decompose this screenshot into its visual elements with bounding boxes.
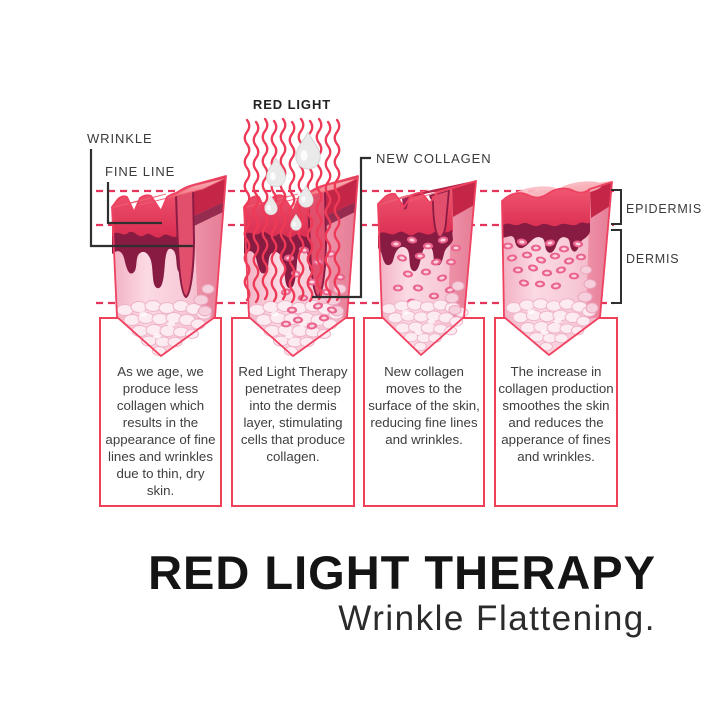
stage-1-text: As we age, we produce less collagen whic… [105, 364, 216, 498]
fine-line-label: FINE LINE [105, 164, 176, 179]
dashed-layer-lines [96, 189, 614, 305]
light-droplets-icon [264, 131, 321, 231]
footer-title-block: RED LIGHT THERAPY Wrinkle Flattening. [40, 548, 656, 639]
stage-box-2: Red Light Therapy penetrates deep into t… [231, 317, 355, 507]
epidermis-bracket [611, 189, 622, 225]
stage-box-1: As we age, we produce less collagen whic… [99, 317, 222, 507]
new-collagen-pointer-line [312, 156, 371, 299]
dermis-bracket [611, 229, 622, 304]
fine-line-pointer-line [106, 182, 162, 225]
new-collagen-dots-stage3 [390, 235, 462, 311]
stage-3-text: New collagen moves to the surface of the… [368, 364, 480, 447]
red-light-waves-icon [243, 117, 341, 304]
red-light-label: RED LIGHT [252, 97, 332, 112]
stage-box-4: The increase in collagen production smoo… [494, 317, 618, 507]
epidermis-label: EPIDERMIS [626, 202, 702, 216]
stage-box-3: New collagen moves to the surface of the… [363, 317, 485, 507]
stage-2-text: Red Light Therapy penetrates deep into t… [238, 364, 348, 464]
new-collagen-label: NEW COLLAGEN [376, 151, 492, 166]
wrinkle-label: WRINKLE [87, 131, 153, 146]
page-subtitle: Wrinkle Flattening. [338, 599, 656, 639]
stage-4-text: The increase in collagen production smoo… [498, 364, 614, 464]
page-title: RED LIGHT THERAPY [148, 546, 656, 599]
new-collagen-dots-stage4 [502, 237, 587, 291]
dermis-label: DERMIS [626, 252, 680, 266]
